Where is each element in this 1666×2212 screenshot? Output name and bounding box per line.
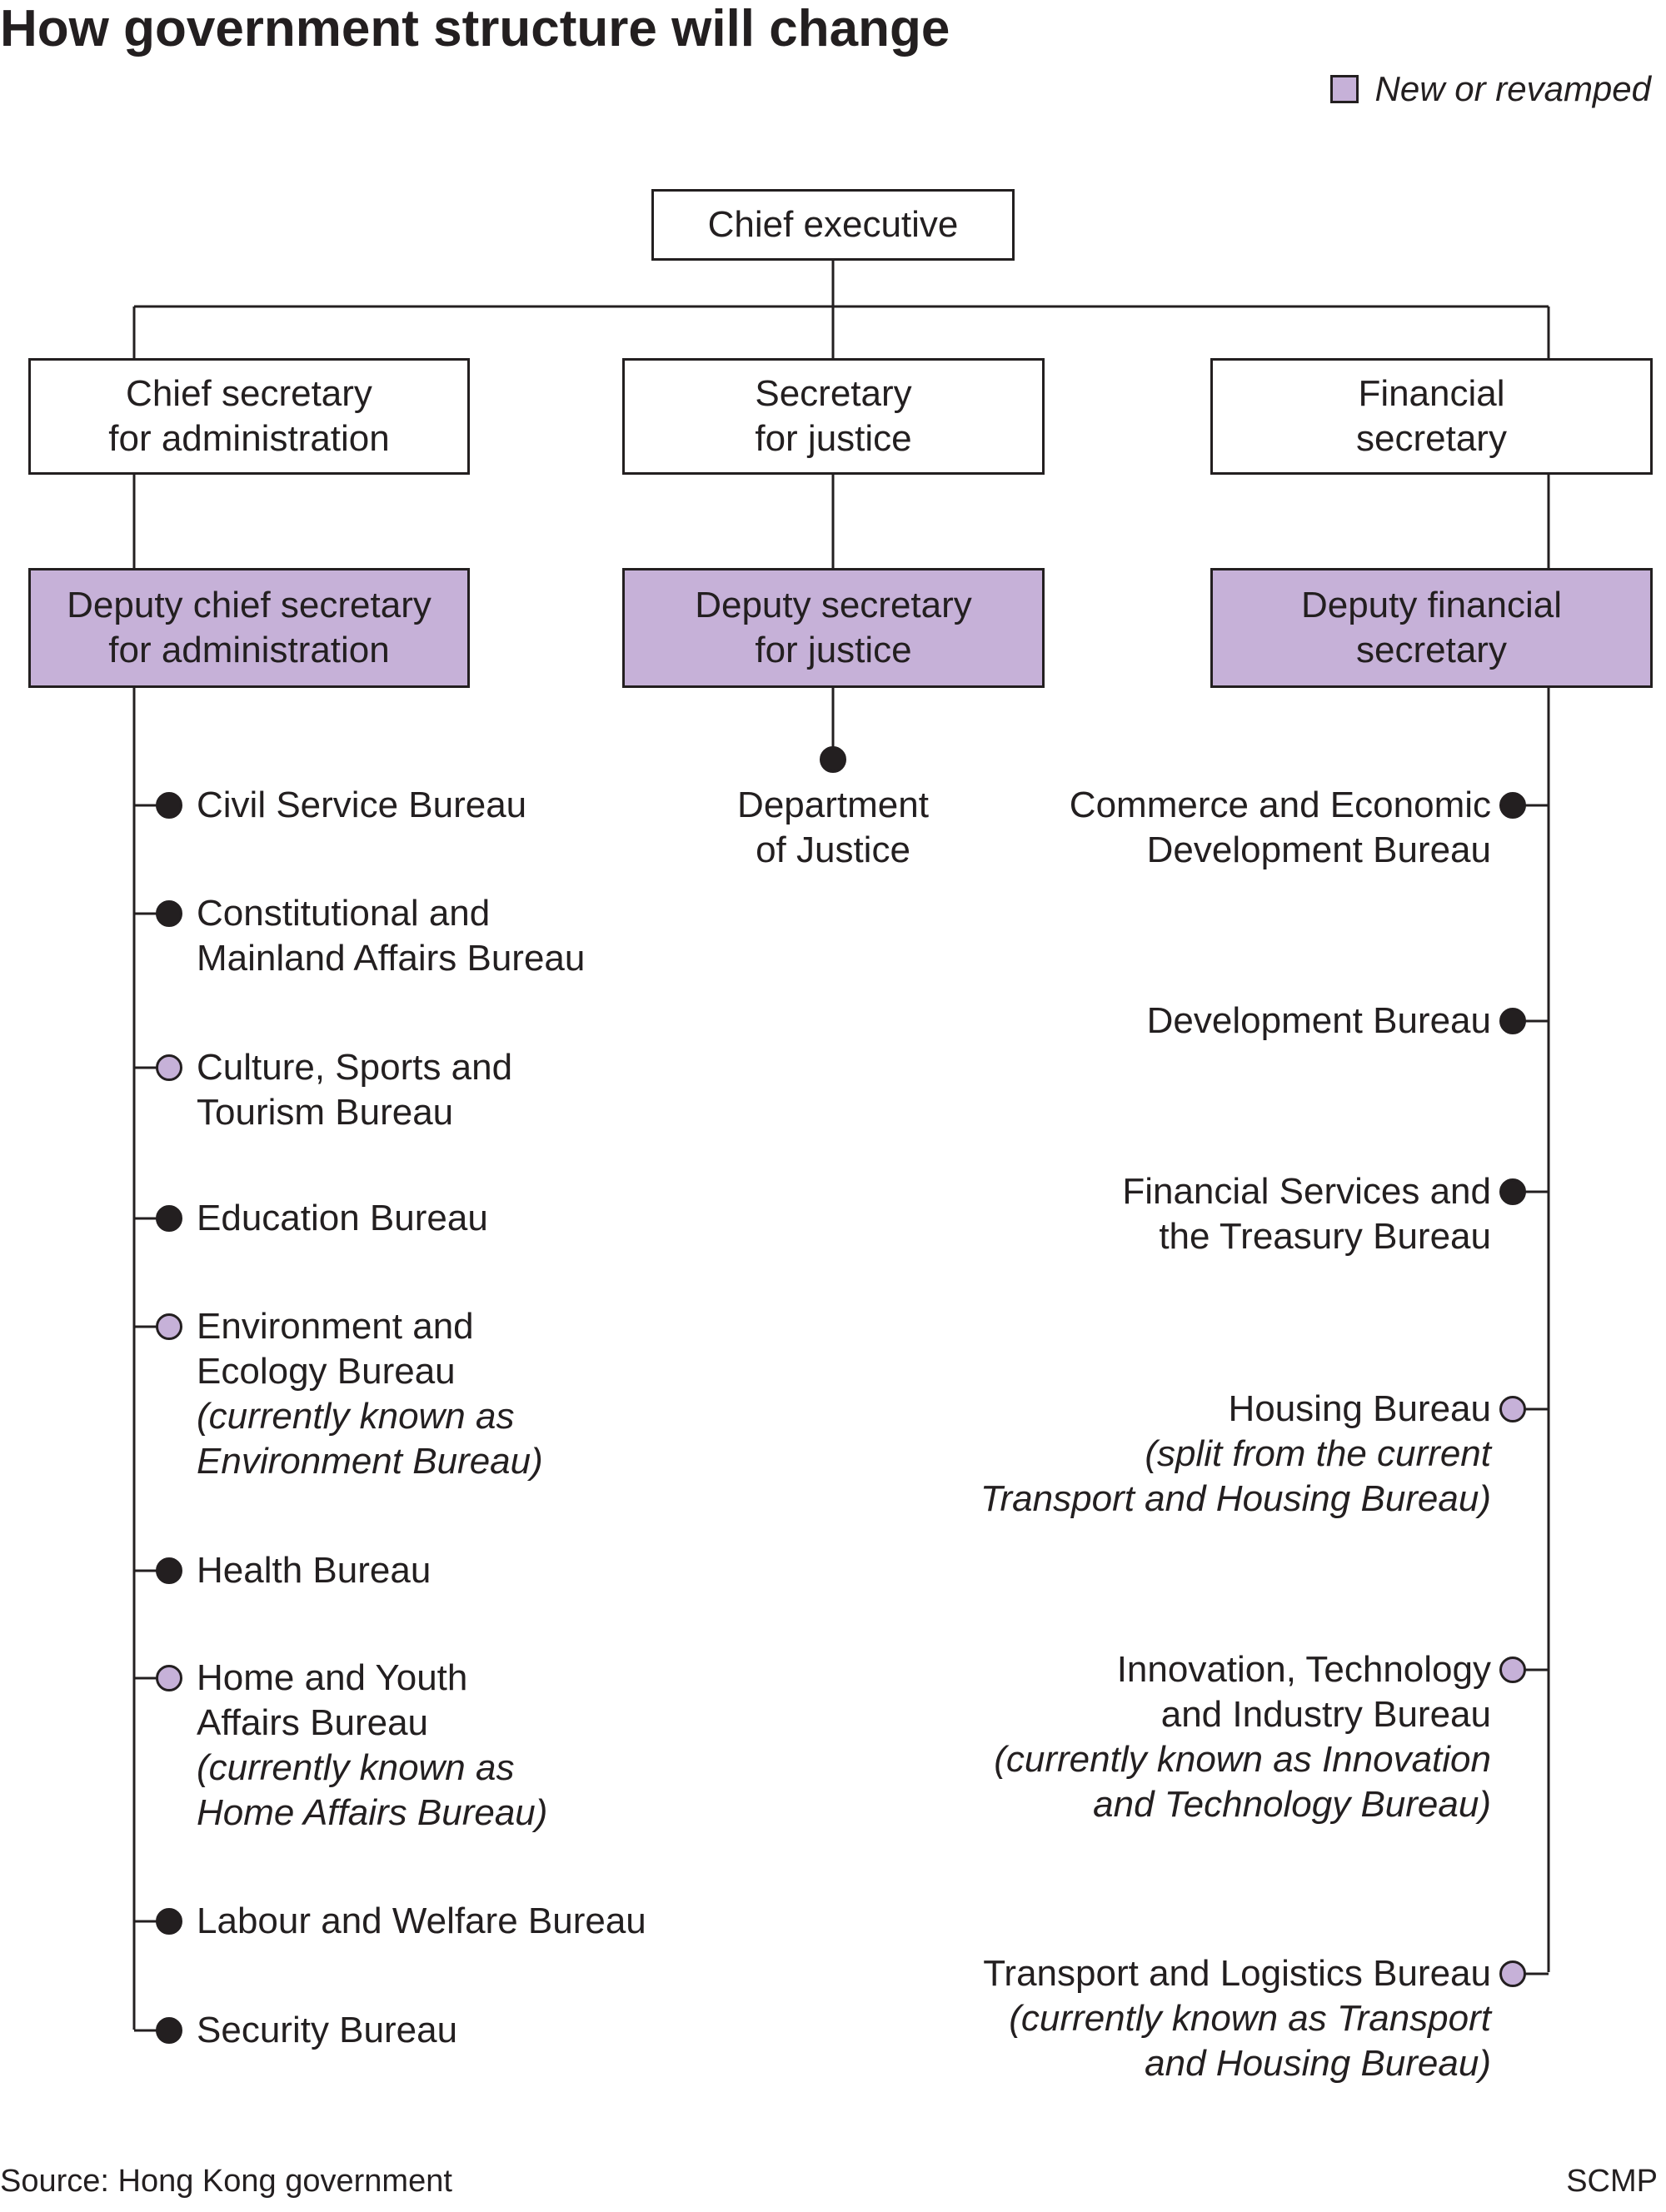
new-bureau-marker [156, 1054, 182, 1081]
bureau-name-line: and Industry Bureau [1160, 1694, 1491, 1735]
left-bureau-item: Education Bureau [197, 1196, 488, 1241]
bureau-note-line: Environment Bureau) [197, 1441, 543, 1482]
bureau-name-line: Tourism Bureau [197, 1092, 454, 1133]
new-bureau-marker [156, 1313, 182, 1340]
deputy-chief-secretary-box: Deputy chief secretary for administratio… [28, 568, 470, 688]
bureau-note-line: Home Affairs Bureau) [197, 1792, 548, 1833]
left-bureau-item: Health Bureau [197, 1548, 431, 1593]
bureau-name-line: Security Bureau [197, 2010, 458, 2050]
bureau-note-line: (currently known as [197, 1396, 515, 1437]
bureau-note-line: (split from the current [1145, 1433, 1491, 1474]
bureau-name-line: Commerce and Economic [1069, 785, 1491, 825]
credit: SCMP [1566, 2164, 1658, 2199]
bureau-marker [1499, 1008, 1526, 1034]
financial-secretary-box: Financial secretary [1210, 358, 1653, 475]
legend-label: New or revamped [1374, 69, 1651, 108]
chief-secretary-box: Chief secretary for administration [28, 358, 470, 475]
bureau-marker [1499, 1178, 1526, 1205]
bureau-name-line: Housing Bureau [1228, 1388, 1491, 1429]
deputy-financial-secretary-box: Deputy financial secretary [1210, 568, 1653, 688]
bureau-name-line: Ecology Bureau [197, 1351, 456, 1392]
bureau-name-line: Education Bureau [197, 1198, 488, 1238]
legend-swatch [1329, 75, 1359, 103]
bureau-marker [156, 2017, 182, 2044]
bureau-note-line: (currently known as [197, 1747, 515, 1788]
new-bureau-marker [1499, 1960, 1526, 1987]
deputy-secretary-justice-label: Deputy secretary for justice [695, 585, 972, 670]
bureau-name-line: Development Bureau [1146, 830, 1491, 870]
new-bureau-marker [156, 1665, 182, 1691]
bureau-name-line: Health Bureau [197, 1550, 431, 1591]
left-bureau-item: Civil Service Bureau [197, 783, 526, 828]
right-bureau-item: Transport and Logistics Bureau(currently… [983, 1951, 1491, 2086]
new-bureau-marker [1499, 1396, 1526, 1422]
bureau-marker [1499, 792, 1526, 819]
chief-secretary-label: Chief secretary for administration [108, 373, 390, 459]
bureau-note-line: and Technology Bureau) [1093, 1784, 1491, 1825]
bureau-name-line: Labour and Welfare Bureau [197, 1901, 646, 1941]
source-note: Source: Hong Kong government [0, 2164, 452, 2199]
deputy-chief-secretary-label: Deputy chief secretary for administratio… [67, 585, 431, 670]
bureau-note-line: and Housing Bureau) [1145, 2043, 1491, 2084]
bureau-marker [156, 792, 182, 819]
deputy-financial-secretary-label: Deputy financial secretary [1300, 585, 1563, 670]
left-bureau-item: Security Bureau [197, 2008, 457, 2053]
chart-title: How government structure will change [0, 0, 950, 57]
new-bureau-marker [1499, 1657, 1526, 1683]
bureau-name-line: the Treasury Bureau [1159, 1216, 1491, 1257]
bureau-name-line: Innovation, Technology [1116, 1649, 1491, 1690]
legend: New or revamped [1329, 68, 1651, 110]
bureau-marker [156, 1908, 182, 1935]
bureau-name-line: Constitutional and [197, 893, 491, 934]
bureau-note-line: Transport and Housing Bureau) [980, 1478, 1491, 1519]
bureau-name-line: Culture, Sports and [197, 1047, 513, 1088]
bureau-name-line: of Justice [756, 830, 910, 870]
center-bureau-item: Department of Justice [666, 783, 1000, 873]
bureau-name-line: Development Bureau [1146, 1000, 1491, 1041]
right-bureau-item: Development Bureau [1147, 999, 1491, 1044]
financial-secretary-label: Financial secretary [1356, 373, 1507, 459]
bureau-name-line: Civil Service Bureau [197, 785, 527, 825]
secretary-justice-label: Secretary for justice [755, 373, 912, 459]
deputy-secretary-justice-box: Deputy secretary for justice [622, 568, 1045, 688]
secretary-justice-box: Secretary for justice [622, 358, 1045, 475]
bureau-note-line: (currently known as Transport [1009, 1998, 1491, 2039]
bureau-name-line: Transport and Logistics Bureau [983, 1953, 1491, 1994]
bureau-name-line: Environment and [197, 1306, 474, 1347]
bureau-marker [156, 1557, 182, 1584]
bureau-name-line: Home and Youth [197, 1657, 468, 1698]
bureau-note-line: (currently known as Innovation [994, 1739, 1491, 1780]
bureau-name-line: Mainland Affairs Bureau [197, 938, 586, 979]
bureau-name-line: Affairs Bureau [197, 1702, 429, 1743]
chief-executive-box: Chief executive [651, 189, 1015, 261]
left-bureau-item: Labour and Welfare Bureau [197, 1899, 646, 1944]
bureau-marker [156, 1205, 182, 1232]
bureau-marker [820, 746, 846, 773]
chief-executive-label: Chief executive [707, 204, 959, 245]
bureau-marker [156, 900, 182, 927]
bureau-name-line: Department [737, 785, 929, 825]
bureau-name-line: Financial Services and [1122, 1171, 1491, 1212]
